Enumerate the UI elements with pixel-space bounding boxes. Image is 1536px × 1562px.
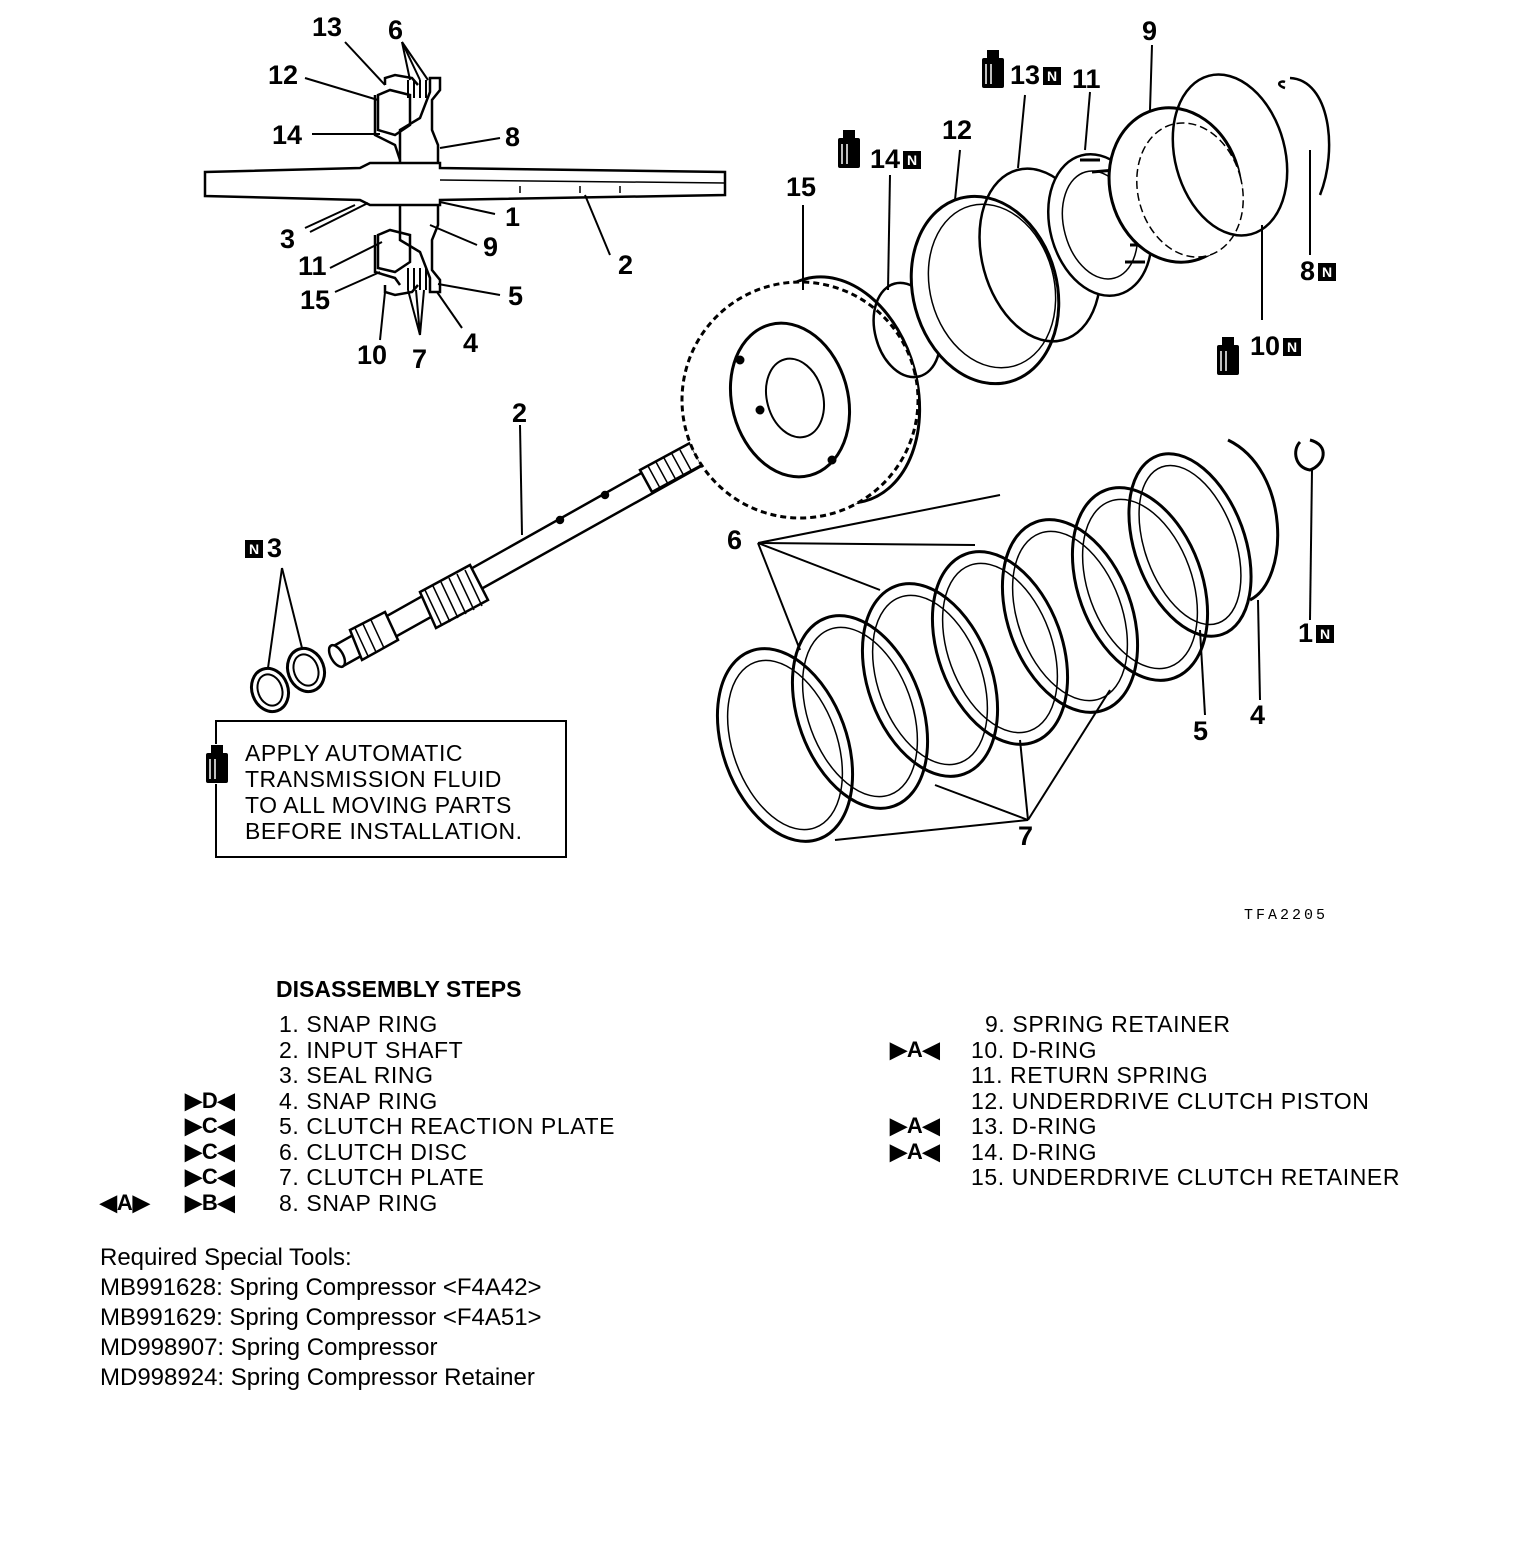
spring-retainer-drawing — [1107, 44, 1244, 264]
callout-1: 1 — [505, 202, 521, 232]
step-item: 3. SEAL RING — [279, 1062, 434, 1088]
tool-item: MB991629: Spring Compressor <F4A51> — [100, 1304, 542, 1331]
oil-can-icon — [1216, 336, 1240, 376]
callout-11: 11 — [1072, 64, 1101, 94]
tools-title: Required Special Tools: — [100, 1244, 352, 1271]
note-line-2: TRANSMISSION FLUID — [245, 766, 502, 792]
underdrive-clutch-piston-drawing — [909, 149, 1061, 386]
callout-10: 10 — [357, 340, 388, 370]
callout-6: 6 — [388, 15, 404, 45]
callout-5: 5 — [508, 281, 524, 311]
callout-3: 3 — [280, 224, 296, 254]
clutch-pack-drawing — [715, 438, 1325, 843]
special-tools-list: Required Special Tools: MB991628: Spring… — [100, 1243, 542, 1393]
d-ring-10-drawing — [1171, 73, 1289, 320]
step-item: 6. CLUTCH DISC — [279, 1139, 468, 1165]
step-item: 4. SNAP RING — [279, 1088, 438, 1114]
exploded-view-diagram — [203, 41, 1331, 843]
oil-can-icon — [205, 744, 229, 784]
tool-item: MD998907: Spring Compressor — [100, 1334, 438, 1361]
callout-12: 12 — [268, 60, 299, 90]
step-item: 15. UNDERDRIVE CLUTCH RETAINER — [971, 1164, 1401, 1190]
service-mark-a: ▶A◀ — [890, 1037, 940, 1062]
new-part-badge: N — [245, 540, 263, 558]
new-part-badge: N — [1316, 625, 1335, 643]
service-mark-c: ▶C◀ — [185, 1113, 235, 1138]
step-item: 7. CLUTCH PLATE — [279, 1164, 485, 1190]
callout-2: 2 — [512, 398, 528, 428]
callout-12: 12 — [942, 115, 973, 145]
callout-9: 9 — [1142, 16, 1158, 46]
step-item: 14. D-RING — [971, 1139, 1098, 1165]
note-line-4: BEFORE INSTALLATION. — [245, 818, 523, 844]
note-line-3: TO ALL MOVING PARTS — [245, 792, 512, 818]
steps-title: DISASSEMBLY STEPS — [276, 976, 522, 1002]
cross-section-view — [203, 41, 727, 341]
callout-7: 7 — [412, 344, 428, 374]
tool-item: MB991628: Spring Compressor <F4A42> — [100, 1274, 542, 1301]
callout-7: 7 — [1018, 821, 1034, 851]
snap-ring-8-drawing — [1278, 76, 1331, 255]
underdrive-clutch-retainer-drawing — [680, 205, 922, 520]
service-mark-a: ▶A◀ — [890, 1113, 940, 1138]
step-item: 9. SPRING RETAINER — [985, 1011, 1231, 1037]
service-mark-a: ▶A◀ — [890, 1139, 940, 1164]
new-part-badge: N — [1043, 67, 1062, 85]
callout-14: 14 — [272, 120, 303, 150]
note-line-1: APPLY AUTOMATIC — [245, 740, 463, 766]
callout-8: 8 — [505, 122, 521, 152]
removal-mark-a: ◀A▶ — [100, 1190, 150, 1215]
step-item: 12. UNDERDRIVE CLUTCH PISTON — [971, 1088, 1370, 1114]
new-part-badge: N — [1283, 338, 1302, 356]
oil-can-icon — [981, 49, 1005, 89]
callout-6: 6 — [727, 525, 743, 555]
service-mark-c: ▶C◀ — [185, 1164, 235, 1189]
callout-15: 15 — [300, 285, 331, 315]
new-part-badge: N — [903, 151, 922, 169]
callout-4: 4 — [463, 328, 479, 358]
tool-item: MD998924: Spring Compressor Retainer — [100, 1364, 535, 1391]
input-shaft-drawing — [327, 424, 714, 669]
service-mark-b: ▶B◀ — [185, 1190, 235, 1215]
callout-9: 9 — [483, 232, 499, 262]
service-mark-d: ▶D◀ — [185, 1088, 235, 1113]
callout-5: 5 — [1193, 716, 1209, 746]
step-item: 11. RETURN SPRING — [971, 1062, 1209, 1088]
service-mark-c: ▶C◀ — [185, 1139, 235, 1164]
callout-11: 11 — [298, 251, 327, 281]
step-item: 10. D-RING — [971, 1037, 1098, 1063]
new-part-badge: N — [1318, 263, 1337, 281]
callout-4: 4 — [1250, 700, 1266, 730]
step-item: 8. SNAP RING — [279, 1190, 438, 1216]
oil-can-icon — [837, 129, 861, 169]
step-item: 2. INPUT SHAFT — [279, 1037, 464, 1063]
callout-13: 13 — [312, 12, 343, 42]
atf-note-box: APPLY AUTOMATIC TRANSMISSION FLUID TO AL… — [205, 720, 567, 858]
step-item: 1. SNAP RING — [279, 1011, 438, 1037]
callout-15: 15 — [786, 172, 817, 202]
step-item: 5. CLUTCH REACTION PLATE — [279, 1113, 616, 1139]
callout-2: 2 — [618, 250, 634, 280]
seal-rings-drawing — [249, 567, 327, 714]
figure-code: TFA2205 — [1244, 907, 1329, 924]
step-item: 13. D-RING — [971, 1113, 1098, 1139]
